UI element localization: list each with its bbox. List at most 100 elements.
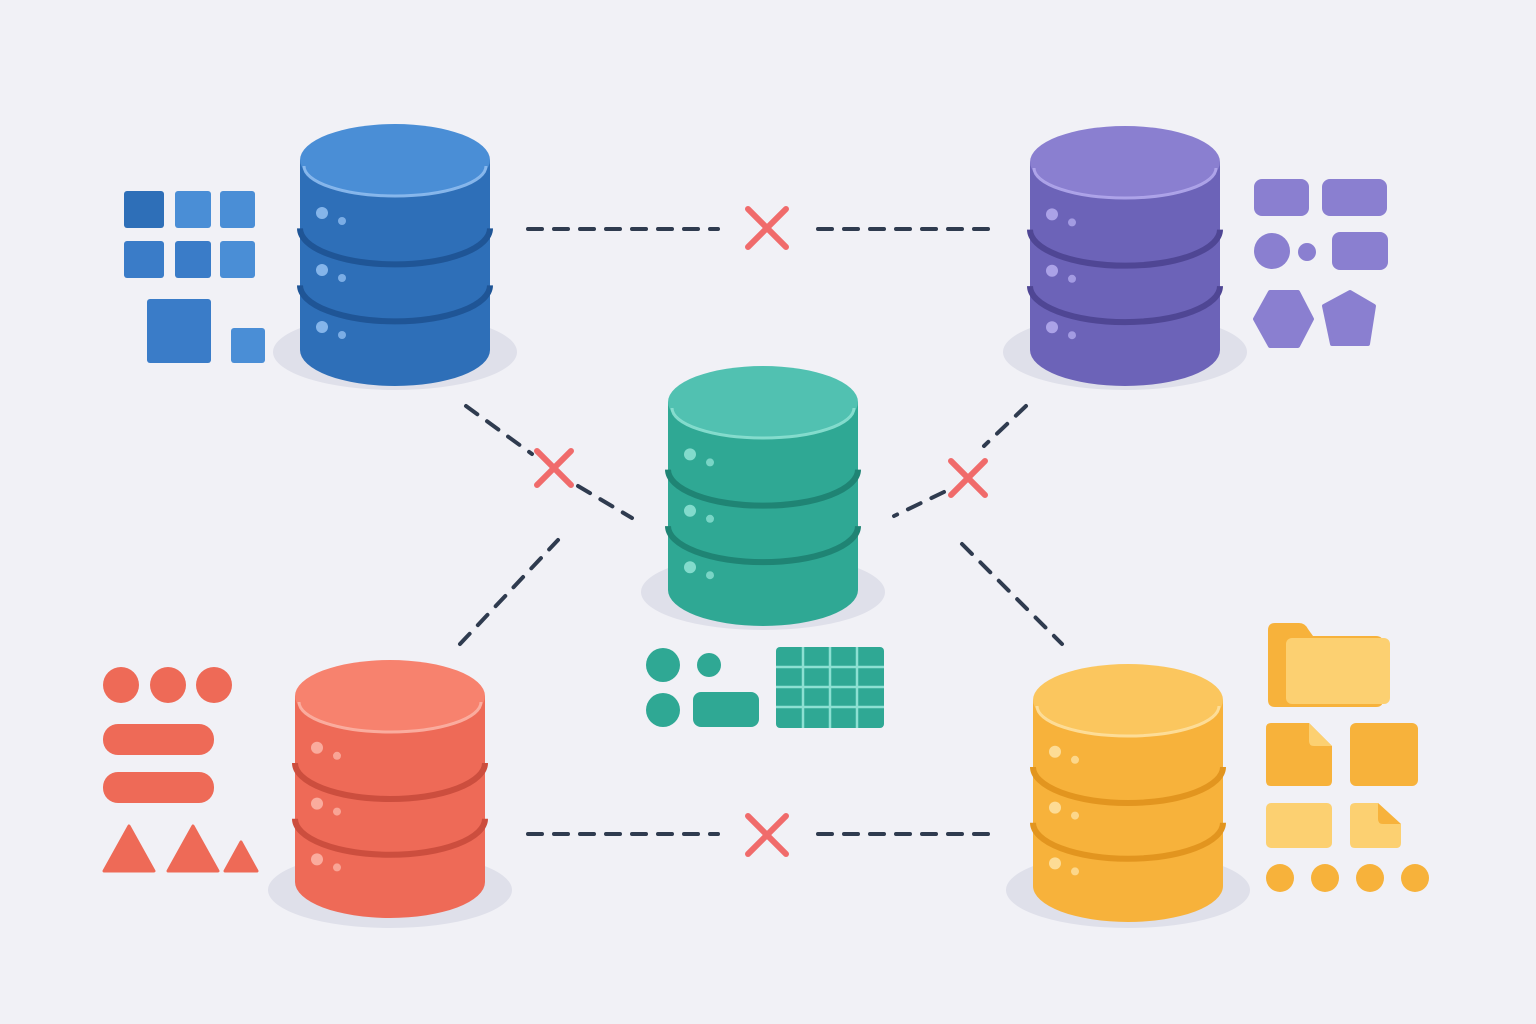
status-led-icon (1071, 867, 1079, 876)
db-red-data-icons (102, 667, 259, 873)
file-icon (1266, 723, 1332, 786)
status-led-icon (316, 321, 328, 333)
status-led-icon (1071, 755, 1079, 764)
block-icon (124, 241, 164, 278)
blocked-x-icon-bottom (745, 813, 789, 857)
status-led-icon (311, 853, 323, 866)
dot-icon (697, 653, 721, 677)
cylinder-top (1033, 664, 1223, 736)
status-led-icon (338, 274, 346, 282)
rounded-rect-icon (1254, 179, 1309, 216)
link-purple-teal-upper (982, 404, 1028, 448)
blocked-x-icon-right (948, 458, 988, 498)
cylinder-body (668, 402, 858, 626)
link-blue-teal-upper (464, 404, 534, 456)
cylinder-groove (1030, 766, 1226, 806)
status-led-icon (1068, 274, 1076, 283)
db-purple-cylinder-icon (1027, 126, 1223, 386)
status-led-icon (706, 571, 714, 580)
triangle-icon (102, 824, 156, 873)
db-yellow-cylinder-icon (1030, 664, 1226, 922)
db-teal-cylinder-icon (665, 366, 861, 626)
cylinder-rim (670, 407, 856, 440)
db-yellow-data-icons (1266, 623, 1429, 892)
status-led-icon (706, 458, 714, 467)
cylinder-rim (1035, 705, 1221, 738)
cylinder-groove (665, 469, 861, 509)
status-led-icon (684, 504, 696, 517)
cylinder-top (300, 124, 490, 196)
blocked-x-icon-left (534, 448, 574, 488)
hexagon-icon (1253, 290, 1314, 348)
cylinder-body (300, 160, 490, 386)
db-blue-data-icons (124, 191, 265, 363)
cylinder-rim (1032, 167, 1218, 200)
status-led-icon (1046, 208, 1058, 221)
dot-icon (1311, 864, 1339, 892)
cylinder-groove (292, 818, 488, 858)
table-grid-icon (776, 647, 884, 728)
status-led-icon (311, 797, 323, 810)
db-blue-cylinder-icon (297, 124, 493, 386)
cylinder-top (295, 660, 485, 732)
folder-icon (1268, 623, 1390, 707)
cylinder-groove (1030, 822, 1226, 862)
block-icon (220, 241, 255, 278)
status-led-icon (333, 807, 341, 816)
block-icon (147, 299, 211, 363)
link-yellow-teal (960, 542, 1064, 646)
status-led-icon (338, 217, 346, 225)
circle-icon (646, 648, 680, 682)
status-led-icon (1049, 857, 1061, 870)
cylinder-rim (302, 165, 488, 198)
dot-icon (150, 667, 186, 703)
row-bar-icon (103, 772, 214, 803)
status-led-icon (1049, 745, 1061, 758)
db-purple-data-icons (1253, 179, 1388, 348)
status-led-icon (338, 331, 346, 339)
triangle-icon (223, 840, 259, 873)
file-block-icon (1350, 723, 1418, 786)
status-led-icon (1046, 264, 1058, 277)
status-led-icon (1046, 321, 1058, 334)
row-bar-icon (103, 724, 214, 755)
cylinder-groove (297, 285, 493, 325)
cylinder-groove (292, 762, 488, 802)
blocked-markers (534, 206, 988, 857)
cylinder-body (1033, 700, 1223, 922)
block-icon (231, 328, 265, 363)
circle-icon (646, 693, 680, 727)
status-led-icon (1068, 331, 1076, 340)
rounded-rect-icon (1332, 232, 1388, 270)
cylinder-top (1030, 126, 1220, 198)
block-icon (175, 241, 211, 278)
status-led-icon (684, 448, 696, 461)
connection-links (458, 227, 1064, 836)
dot-icon (103, 667, 139, 703)
status-led-icon (1049, 801, 1061, 814)
status-led-icon (684, 561, 696, 574)
link-blue-teal-lower (576, 484, 634, 520)
cylinder-groove (297, 228, 493, 268)
dot-icon (196, 667, 232, 703)
cylinder-groove (1027, 285, 1223, 326)
blocked-x-icon-top (745, 206, 789, 250)
cylinder-rim (297, 701, 483, 734)
triangle-icon (166, 824, 220, 873)
link-red-teal (458, 538, 560, 646)
file-icon (1266, 803, 1332, 848)
database-cylinders (292, 124, 1226, 922)
rounded-rect-icon (1322, 179, 1387, 216)
dot-icon (1266, 864, 1294, 892)
file-icon (1350, 803, 1401, 848)
circle-icon (1254, 233, 1290, 269)
block-icon (124, 191, 164, 228)
cylinder-body (295, 696, 485, 918)
db-teal-data-icons (646, 647, 884, 728)
cylinder-groove (1027, 229, 1223, 269)
status-led-icon (316, 264, 328, 276)
pill-icon (693, 692, 759, 727)
pentagon-icon (1322, 290, 1376, 346)
db-red-cylinder-icon (292, 660, 488, 918)
